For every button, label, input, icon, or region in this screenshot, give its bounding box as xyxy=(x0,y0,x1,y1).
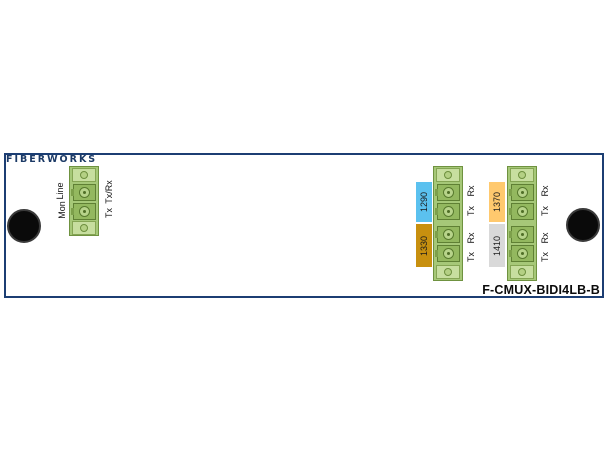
label-tx: Tx xyxy=(540,206,550,216)
label-rx: Rx xyxy=(466,232,476,244)
adapter-cap-bottom xyxy=(72,221,96,235)
lc-adapter-mux-2 xyxy=(507,166,537,281)
label-tx: Tx xyxy=(466,206,476,216)
wavelength-1330: 1330 xyxy=(416,224,432,267)
wavelength-1410: 1410 xyxy=(489,224,505,267)
port-1290-tx[interactable] xyxy=(435,203,460,220)
label-txrx: Tx/Rx xyxy=(104,180,114,204)
lc-adapter-monitor xyxy=(69,166,99,236)
wavelength-1370: 1370 xyxy=(489,182,505,222)
mounting-hole-right xyxy=(566,208,600,242)
port-mon[interactable] xyxy=(71,203,96,220)
port-1410-tx[interactable] xyxy=(509,245,534,262)
adapter-cap-top xyxy=(510,168,534,182)
port-1370-rx[interactable] xyxy=(509,184,534,201)
adapter-cap-bottom xyxy=(436,265,460,279)
adapter-cap-bottom xyxy=(510,265,534,279)
part-number: F-CMUX-BIDI4LB-B xyxy=(482,283,600,297)
port-1410-rx[interactable] xyxy=(509,226,534,243)
label-rx: Rx xyxy=(540,232,550,244)
label-line: Line xyxy=(55,182,65,200)
port-1330-tx[interactable] xyxy=(435,245,460,262)
label-tx: Tx xyxy=(540,252,550,262)
label-tx: Tx xyxy=(466,252,476,262)
port-1330-rx[interactable] xyxy=(435,226,460,243)
brand-logo: FIBERWORKS xyxy=(6,154,98,165)
port-1370-tx[interactable] xyxy=(509,203,534,220)
port-1290-rx[interactable] xyxy=(435,184,460,201)
adapter-cap-top xyxy=(436,168,460,182)
lc-adapter-mux-1 xyxy=(433,166,463,281)
label-rx: Rx xyxy=(540,185,550,197)
port-line[interactable] xyxy=(71,184,96,201)
mounting-hole-left xyxy=(7,209,41,243)
adapter-cap-top xyxy=(72,168,96,182)
label-rx: Rx xyxy=(466,185,476,197)
wavelength-1290: 1290 xyxy=(416,182,432,222)
